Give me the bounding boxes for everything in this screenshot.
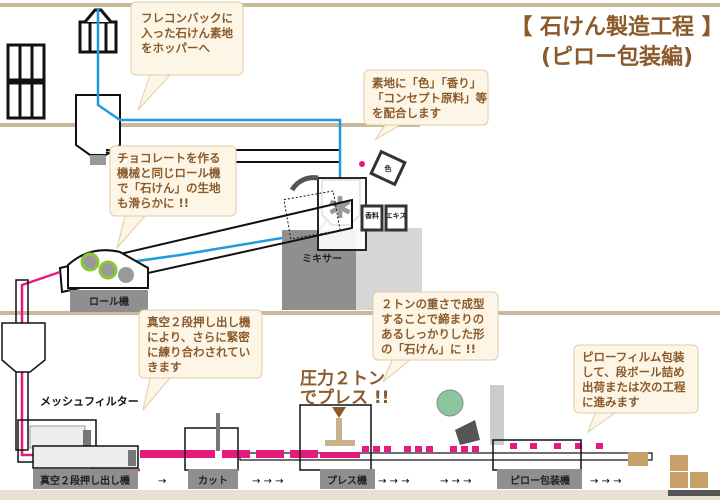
callout-1: フレコンバックに入った石けん素地をホッパーへ bbox=[130, 1, 244, 111]
callout-3: チョコレートを作る機械と同じロール機で「石けん」の生地も滑らかに !! bbox=[109, 145, 237, 249]
floor-lines bbox=[0, 3, 720, 500]
callout-2: 素地に「色」「香り」「コンセプト原料」等を配合します bbox=[363, 69, 489, 141]
flow-arrows: → → → bbox=[440, 476, 472, 487]
mesh-filter-label: メッシュフィルター bbox=[40, 395, 139, 408]
color-ingredient-label: 色 bbox=[385, 164, 392, 173]
flow-arrow: → bbox=[158, 476, 166, 487]
mixer-label: ミキサー bbox=[302, 253, 342, 265]
press-emphasis-line2: でプレス !! bbox=[300, 387, 389, 408]
extruder-label: 真空２段押し出し機 bbox=[40, 474, 130, 487]
inclined-conveyor bbox=[58, 198, 353, 294]
callout-6: ピローフィルム包装して、段ボール詰め出荷または次の工程に進みます bbox=[573, 344, 699, 434]
flow-arrows: → → → bbox=[378, 476, 410, 487]
callout-5: ２トンの重さで成型することで締まりのあるしっかりした形の「石けん」に !! bbox=[372, 291, 499, 383]
production-conveyor bbox=[140, 443, 653, 461]
flow-arrows: → → → bbox=[252, 476, 284, 487]
press-machine: プレス機 bbox=[299, 404, 375, 489]
flow-arrows: → → → bbox=[590, 476, 622, 487]
press-label: プレス機 bbox=[327, 474, 367, 487]
press-emphasis-line1: 圧力２トン bbox=[300, 368, 385, 389]
vacuum-extruder: 真空２段押し出し機 bbox=[17, 419, 139, 489]
callout-4: 真空２段押し出し機により、さらに緊密に練り合わされていきます bbox=[138, 309, 263, 411]
roll-machine: ロール機 bbox=[67, 249, 149, 312]
title-line1: 【 石けん製造工程 】 bbox=[510, 14, 720, 40]
pillow-packer: ピロー包装機 bbox=[436, 385, 582, 489]
svg-text:チョコレートを作る機械と同じロール機で「石けん」の生地も滑ら: チョコレートを作る機械と同じロール機で「石けん」の生地も滑らかに !! bbox=[117, 151, 221, 210]
fragrance-label: 香料 bbox=[364, 211, 379, 220]
svg-text:素地に「色」「香り」「コンセプト原料」等を配合します: 素地に「色」「香り」「コンセプト原料」等を配合します bbox=[372, 76, 487, 120]
extruder-hopper bbox=[1, 322, 46, 373]
svg-text:フレコンバックに入った石けん素地をホッパーへ: フレコンバックに入った石けん素地をホッパーへ bbox=[141, 11, 233, 55]
svg-text:２トンの重さで成型することで締まりのあるしっかりした形の「石: ２トンの重さで成型することで締まりのあるしっかりした形の「石けん」に !! bbox=[381, 297, 485, 356]
cut-label: カット bbox=[198, 475, 228, 487]
svg-text:真空２段押し出し機により、さらに緊密に練り合わされていきます: 真空２段押し出し機により、さらに緊密に練り合わされていきます bbox=[147, 315, 251, 374]
title-line2: (ピロー包装編) bbox=[541, 44, 693, 70]
tilt-outline bbox=[283, 190, 341, 240]
roll-machine-label: ロール機 bbox=[89, 295, 129, 308]
flexible-container-bags bbox=[6, 43, 46, 120]
extract-label: エキス bbox=[386, 212, 407, 220]
svg-text:ピローフィルム包装して、段ボール詰め出荷または次の工程に進み: ピローフィルム包装して、段ボール詰め出荷または次の工程に進みます bbox=[582, 350, 686, 409]
rotate-arrow-icon bbox=[289, 175, 319, 192]
mixer: ✱ ミキサー bbox=[282, 175, 422, 310]
ingredients: 色 香料 エキス bbox=[359, 149, 408, 232]
cutter: カット bbox=[184, 413, 239, 489]
cardboard-boxes bbox=[628, 452, 720, 496]
pillow-packer-label: ピロー包装機 bbox=[510, 474, 570, 487]
material-flow-line bbox=[96, 8, 342, 264]
mixer-blade-icon: ✱ bbox=[327, 191, 352, 226]
